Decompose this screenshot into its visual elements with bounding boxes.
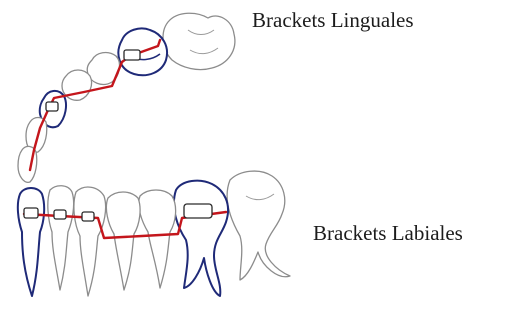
- upper-arch: [18, 13, 235, 182]
- upper-molar-2: [163, 13, 235, 69]
- lower-premolar-2: [139, 190, 176, 288]
- lingual-bracket-canine: [46, 102, 58, 111]
- lower-canine: [74, 187, 106, 296]
- label-brackets-labiales: Brackets Labiales: [313, 221, 463, 245]
- labial-bracket-molar: [184, 204, 212, 218]
- lower-molar-1-bracketed: [174, 181, 228, 296]
- lower-lateral-incisor: [48, 186, 74, 290]
- lower-premolar-1: [106, 192, 140, 290]
- labial-bracket-lateral: [54, 210, 66, 219]
- labial-bracket-canine: [82, 212, 94, 221]
- label-brackets-linguales: Brackets Linguales: [252, 8, 414, 32]
- lower-central-incisor-bracketed: [18, 188, 44, 296]
- lower-arch: [18, 171, 290, 296]
- lower-molar-2: [227, 171, 290, 280]
- lingual-bracket-molar: [124, 50, 140, 60]
- labial-bracket-incisor: [24, 208, 38, 218]
